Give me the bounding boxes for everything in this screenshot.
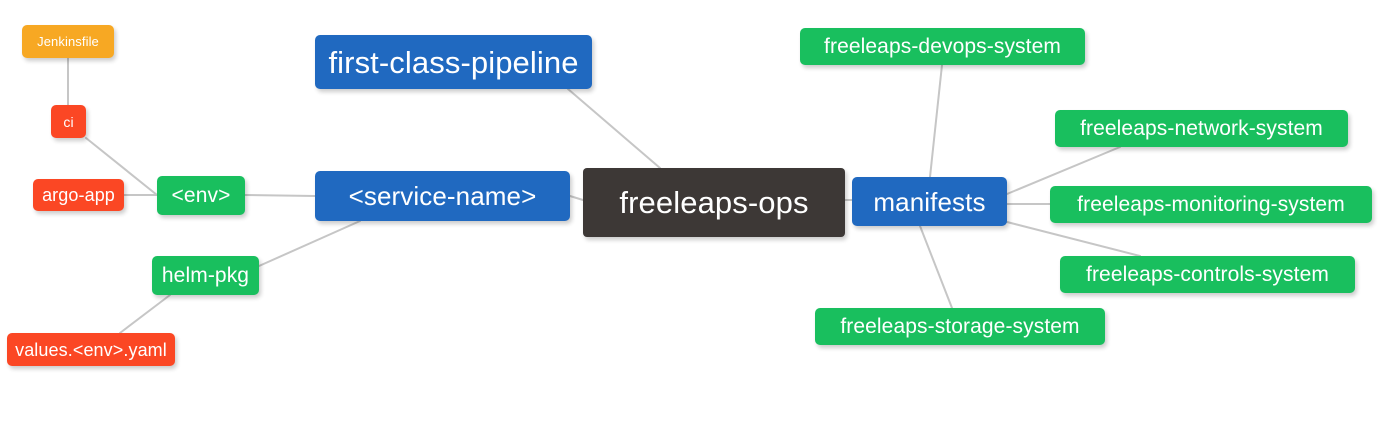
node-label-manifests: manifests <box>873 186 986 217</box>
node-jenkinsfile[interactable]: Jenkinsfile <box>22 25 114 58</box>
node-freeleaps-monitoring-system[interactable]: freeleaps-monitoring-system <box>1050 186 1372 223</box>
node-env[interactable]: <env> <box>157 176 245 215</box>
node-helm-pkg[interactable]: helm-pkg <box>152 256 259 295</box>
node-label-freeleaps-devops-system: freeleaps-devops-system <box>824 35 1061 58</box>
node-first-class-pipeline[interactable]: first-class-pipeline <box>315 35 592 89</box>
node-freeleaps-devops-system[interactable]: freeleaps-devops-system <box>800 28 1085 65</box>
node-service-name[interactable]: <service-name> <box>315 171 570 221</box>
node-label-service-name: <service-name> <box>348 181 537 211</box>
node-label-ci: ci <box>63 113 74 130</box>
node-manifests[interactable]: manifests <box>852 177 1007 226</box>
node-label-helm-pkg: helm-pkg <box>161 264 250 287</box>
node-label-jenkinsfile: Jenkinsfile <box>37 34 99 49</box>
node-label-values-env-yaml: values.<env>.yaml <box>15 339 167 360</box>
node-values-env-yaml[interactable]: values.<env>.yaml <box>7 333 175 366</box>
node-freeleaps-ops[interactable]: freeleaps-ops <box>583 168 845 237</box>
node-label-freeleaps-network-system: freeleaps-network-system <box>1080 117 1323 140</box>
node-label-argo-app: argo-app <box>42 185 115 205</box>
node-label-freeleaps-ops: freeleaps-ops <box>619 185 809 220</box>
node-ci[interactable]: ci <box>51 105 86 138</box>
node-freeleaps-storage-system[interactable]: freeleaps-storage-system <box>815 308 1105 345</box>
node-freeleaps-controls-system[interactable]: freeleaps-controls-system <box>1060 256 1355 293</box>
node-argo-app[interactable]: argo-app <box>33 179 124 211</box>
node-label-freeleaps-monitoring-system: freeleaps-monitoring-system <box>1077 193 1345 216</box>
node-label-env: <env> <box>171 184 231 207</box>
node-freeleaps-network-system[interactable]: freeleaps-network-system <box>1055 110 1348 147</box>
node-label-freeleaps-controls-system: freeleaps-controls-system <box>1086 263 1329 286</box>
node-label-freeleaps-storage-system: freeleaps-storage-system <box>840 315 1080 338</box>
node-label-first-class-pipeline: first-class-pipeline <box>328 44 579 80</box>
